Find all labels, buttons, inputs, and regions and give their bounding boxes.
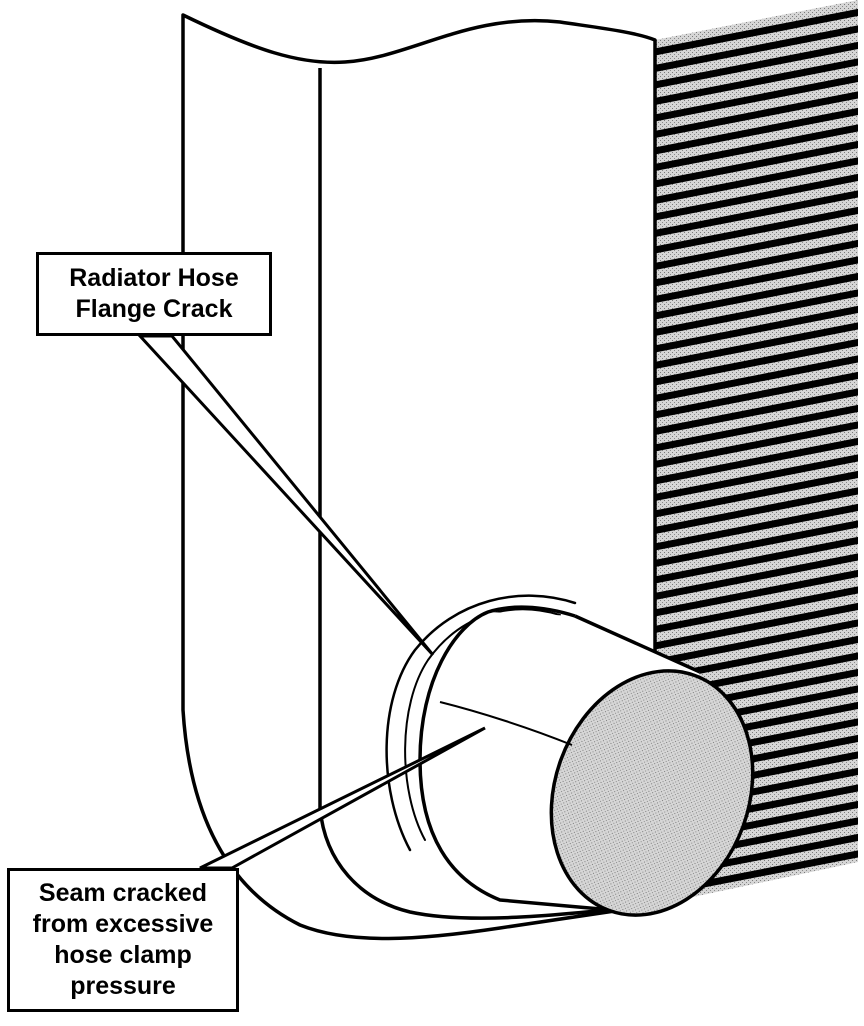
radiator-fin xyxy=(655,190,858,237)
radiator-fin xyxy=(655,520,858,567)
radiator-fin xyxy=(655,355,858,402)
radiator-fin xyxy=(655,404,858,452)
radiator-fin xyxy=(655,421,858,468)
radiator-fin xyxy=(655,74,858,122)
seam-crack-label-line-1: Seam cracked xyxy=(38,879,208,907)
radiator-fin xyxy=(655,437,858,485)
radiator-fin xyxy=(655,503,858,551)
radiator-fin xyxy=(655,25,858,72)
radiator-fin xyxy=(655,487,858,534)
seam-crack-callout: Seam cracked from excessive hose clamp p… xyxy=(7,868,239,1012)
radiator-fin xyxy=(655,58,858,105)
seam-crack-label-line-3: hose clamp xyxy=(54,941,192,969)
flange-crack-label-line-1: Radiator Hose xyxy=(69,264,239,292)
radiator-fin xyxy=(655,157,858,204)
radiator-fin xyxy=(655,388,858,435)
radiator-fin xyxy=(655,91,858,138)
radiator-fin xyxy=(655,206,858,254)
radiator-fin xyxy=(655,272,858,320)
radiator-fin xyxy=(655,8,858,56)
radiator-fin xyxy=(655,619,858,666)
radiator-fin xyxy=(655,536,858,584)
radiator-fin xyxy=(655,338,858,386)
radiator-fin xyxy=(655,371,858,419)
radiator-fin xyxy=(655,107,858,155)
hose-neck xyxy=(418,605,755,917)
hose-flange xyxy=(385,594,577,852)
flange-crack-callout: Radiator Hose Flange Crack xyxy=(36,252,272,336)
radiator-fin xyxy=(655,305,858,353)
radiator-fin xyxy=(655,586,858,633)
radiator-fin xyxy=(655,173,858,221)
radiator-fin xyxy=(655,569,858,617)
radiator-fin xyxy=(655,602,858,650)
seam-crack-label-line-2: from excessive xyxy=(32,910,214,938)
radiator-fin xyxy=(655,140,858,188)
radiator-fin xyxy=(655,322,858,369)
radiator-fin xyxy=(655,239,858,287)
radiator-fin xyxy=(655,454,858,501)
seam-crack-label-line-4: pressure xyxy=(70,972,176,1000)
radiator-fin xyxy=(655,223,858,270)
radiator-fin xyxy=(655,289,858,336)
radiator-fin xyxy=(655,41,858,89)
radiator-fin xyxy=(655,124,858,171)
radiator-fin xyxy=(655,553,858,600)
flange-crack-label-line-2: Flange Crack xyxy=(75,295,233,323)
radiator-fin xyxy=(655,256,858,303)
radiator-fin xyxy=(655,470,858,518)
